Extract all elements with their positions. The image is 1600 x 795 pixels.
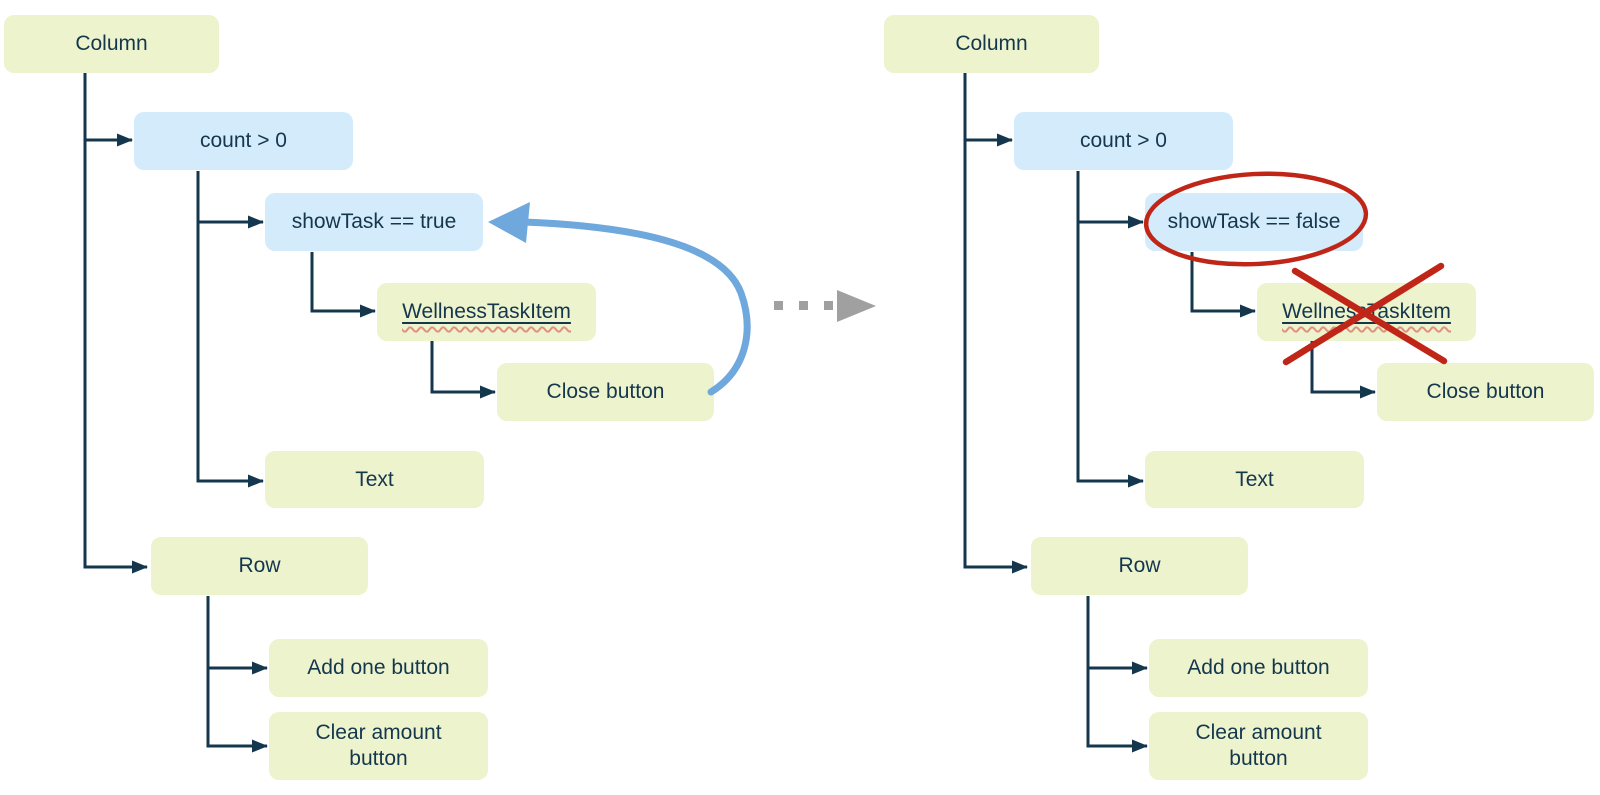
node-label: Column bbox=[955, 32, 1028, 55]
node-label: Add one button bbox=[307, 656, 450, 679]
node-count-condition: count > 0 bbox=[1014, 112, 1233, 170]
node-label: Text bbox=[355, 467, 394, 491]
node-label: Column bbox=[75, 32, 148, 55]
node-clear-amount-button: Clear amount button bbox=[1149, 712, 1368, 780]
node-label: Close button bbox=[546, 380, 665, 403]
node-showtask-condition: showTask == true bbox=[265, 193, 483, 251]
spellcheck-squiggle: WellnessTaskItem bbox=[402, 299, 571, 325]
node-row: Row bbox=[1031, 537, 1248, 595]
node-label: showTask == false bbox=[1167, 210, 1341, 233]
spellcheck-squiggle: WellnessTaskItem bbox=[1282, 299, 1451, 325]
node-wellness-task-item: WellnessTaskItem bbox=[1257, 283, 1476, 341]
node-label: Clear amount button bbox=[1195, 721, 1322, 770]
node-add-one-button: Add one button bbox=[269, 639, 488, 697]
node-text: Text bbox=[265, 451, 484, 508]
node-add-one-button: Add one button bbox=[1149, 639, 1368, 697]
node-label: WellnessTaskItem bbox=[1282, 300, 1451, 323]
node-label: Text bbox=[1235, 467, 1274, 491]
node-row: Row bbox=[151, 537, 368, 595]
node-label: showTask == true bbox=[291, 210, 457, 233]
node-column: Column bbox=[884, 15, 1099, 73]
node-count-condition: count > 0 bbox=[134, 112, 353, 170]
node-clear-amount-button: Clear amount button bbox=[269, 712, 488, 780]
node-label: count > 0 bbox=[1080, 129, 1167, 152]
node-label: Row bbox=[1118, 554, 1161, 577]
node-close-button: Close button bbox=[497, 363, 714, 421]
node-label: count > 0 bbox=[200, 129, 287, 152]
node-label: Close button bbox=[1426, 380, 1545, 403]
node-text: Text bbox=[1145, 451, 1364, 508]
node-label: Clear amount button bbox=[315, 721, 442, 770]
transition-arrow-icon bbox=[774, 290, 876, 322]
node-column: Column bbox=[4, 15, 219, 73]
node-wellness-task-item: WellnessTaskItem bbox=[377, 283, 596, 341]
node-label: Row bbox=[238, 554, 281, 577]
node-label: Add one button bbox=[1187, 656, 1330, 679]
node-label: WellnessTaskItem bbox=[402, 300, 571, 323]
node-showtask-condition: showTask == false bbox=[1145, 193, 1363, 251]
node-close-button: Close button bbox=[1377, 363, 1594, 421]
